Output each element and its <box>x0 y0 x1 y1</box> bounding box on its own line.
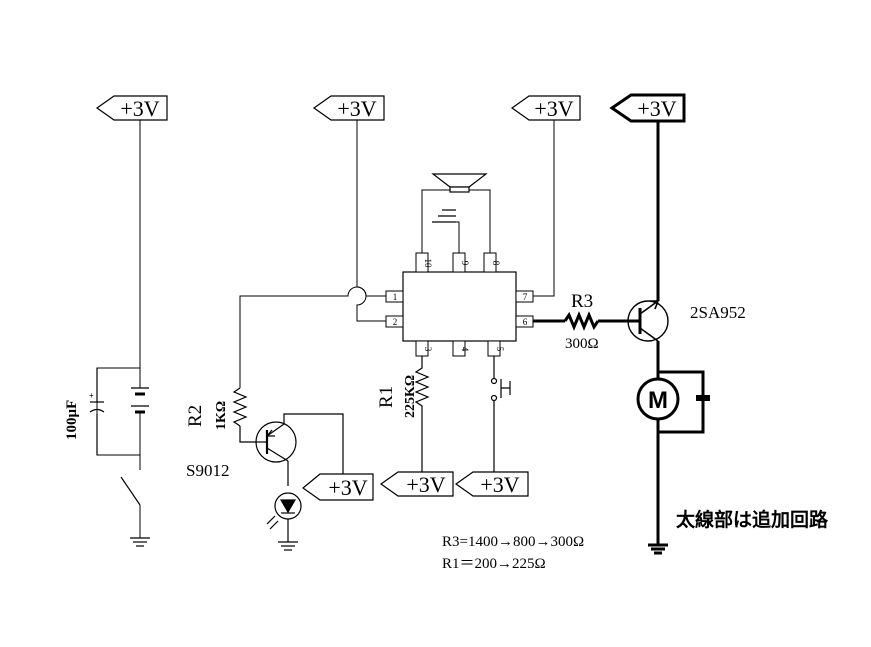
supply-tag-capacitor-branch: +3V <box>95 95 168 121</box>
ground-symbol-ic <box>432 209 456 223</box>
wire-capacitor-branch <box>96 120 141 538</box>
wire-pin7 <box>533 120 555 297</box>
r2-name: R2 <box>185 405 206 427</box>
ground-symbol-led <box>278 541 298 551</box>
capacitor-symbol: + <box>89 368 105 455</box>
supply-tag-added-circuit: +3V <box>609 93 686 123</box>
ic-pin-2: 2 <box>393 317 398 327</box>
ic-pin-10: 10 <box>423 259 433 269</box>
supply-tag-label: +3V <box>337 96 376 121</box>
supply-tag-q1-emitter: +3V <box>302 473 374 501</box>
q1-name: S9012 <box>186 461 229 480</box>
ic-pin-4: 4 <box>460 347 470 352</box>
motor-letter: M <box>648 387 668 414</box>
supply-tag-label: +3V <box>120 96 159 121</box>
ic-pin-5: 5 <box>495 347 505 352</box>
wire-added-circuit <box>656 121 710 545</box>
switch-symbol <box>120 476 141 506</box>
r3-change-note: R3=1400→800→300Ω <box>442 534 584 550</box>
supply-tag-label: +3V <box>406 472 445 497</box>
ic-chip <box>385 252 534 357</box>
ground-symbol-left <box>130 537 150 547</box>
bold-lines-note: 太線部は追加回路 <box>676 508 829 531</box>
wire-pin6-r3 <box>533 311 628 331</box>
capacitor-label: 100μF <box>64 400 80 440</box>
battery-symbol <box>131 387 149 414</box>
ic-pin-6: 6 <box>523 317 528 327</box>
ic-pin-numbers: 1 2 3 4 5 6 7 8 9 10 <box>393 259 528 352</box>
ic-pin-3: 3 <box>423 347 433 352</box>
ic-pin-1: 1 <box>393 292 398 302</box>
ground-symbol-motor <box>648 543 668 555</box>
ic-pin-9: 9 <box>460 261 470 266</box>
resistor-r1 <box>414 356 430 472</box>
supply-tag-ic-pin1: +3V <box>312 95 385 121</box>
r3-value: 300Ω <box>565 336 599 352</box>
ic-pin-8: 8 <box>491 261 501 266</box>
wire-pin1-pin2 <box>239 120 386 388</box>
transistor-q1 <box>255 413 344 486</box>
r3-name: R3 <box>571 291 593 312</box>
ic-pin-7: 7 <box>523 292 528 302</box>
led-symbol <box>266 492 302 542</box>
motor-symbol: M <box>636 377 680 421</box>
r1-value: 225KΩ <box>403 375 418 418</box>
r2-value: 1KΩ <box>214 401 229 430</box>
supply-tag-label: +3V <box>328 475 367 500</box>
resistor-r2 <box>232 387 258 443</box>
transistor-q2 <box>627 300 669 342</box>
r1-change-note: R1＝200→225Ω <box>442 556 546 572</box>
supply-tag-label: +3V <box>480 472 519 497</box>
supply-tag-r1: +3V <box>379 471 454 497</box>
capacitor-plus-sign: + <box>89 391 94 400</box>
r1-name: R1 <box>376 386 397 408</box>
supply-tag-switch: +3V <box>454 471 529 497</box>
q2-name: 2SA952 <box>690 303 746 322</box>
push-switch <box>490 356 511 472</box>
supply-tag-label: +3V <box>637 96 676 121</box>
speaker-symbol <box>431 173 488 193</box>
supply-tag-label: +3V <box>534 96 573 121</box>
supply-tag-ic-pin7: +3V <box>510 95 581 121</box>
